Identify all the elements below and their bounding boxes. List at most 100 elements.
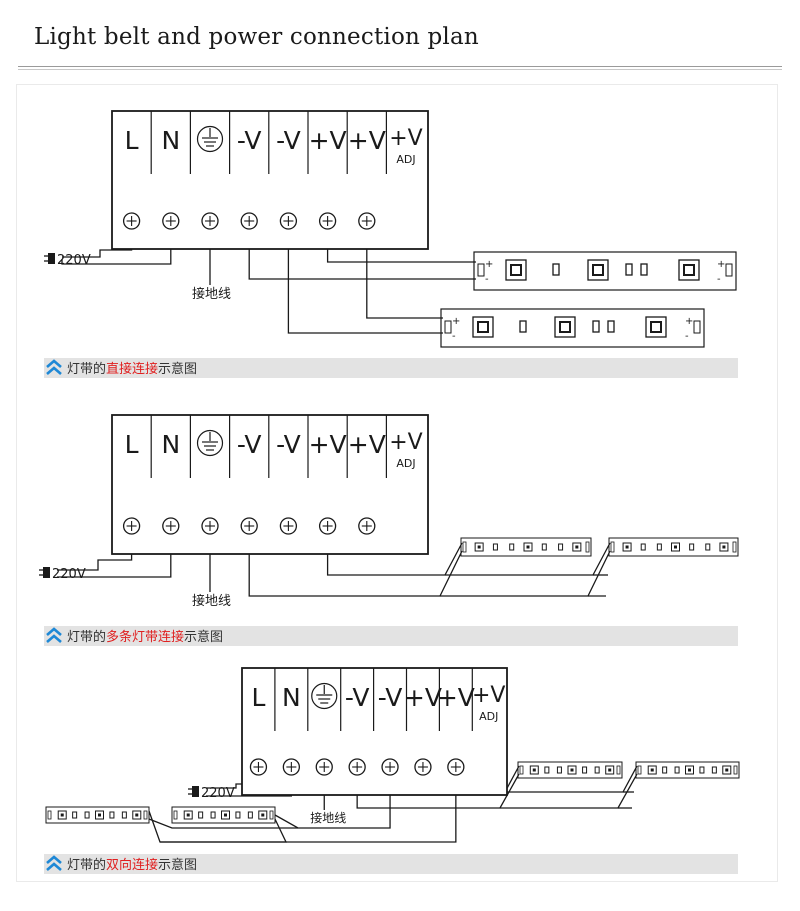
resistor [544, 766, 550, 774]
strip-pad [732, 541, 737, 553]
caption-prefix: 灯带的 [67, 857, 106, 873]
page-header: Light belt and power connection plan [0, 0, 800, 72]
resistor [640, 543, 646, 551]
strip-pad [519, 765, 524, 775]
strip-pad [444, 320, 452, 334]
terminal-label: N [282, 683, 301, 712]
led-chip-core [674, 545, 677, 549]
resistor [705, 543, 711, 551]
caption-direct: 灯带的直接连接示意图 [44, 358, 738, 378]
strip-pad [637, 765, 642, 775]
wire [366, 229, 443, 319]
wire [500, 773, 638, 809]
resistor [235, 811, 241, 819]
led-chip-core [608, 768, 612, 772]
led-chip-core [532, 768, 536, 772]
caption-text: 灯带的直接连接示意图 [67, 361, 197, 377]
led-chip-core [570, 768, 574, 772]
resistor [607, 320, 615, 333]
resistor [492, 543, 498, 551]
led-chip-core [186, 813, 190, 817]
terminal-label: +V [404, 683, 442, 712]
led-chip-core [559, 321, 571, 333]
resistor [541, 543, 547, 551]
resistor [711, 766, 717, 774]
chevron-up-icon [46, 359, 62, 368]
strip-minus-label: - [485, 274, 489, 285]
resistor [72, 811, 78, 819]
mains-label: 220V [52, 567, 86, 582]
strip-pad [616, 765, 621, 775]
ground-icon [196, 429, 224, 457]
ground-label: 接地线 [310, 810, 346, 825]
led-chip-core [135, 813, 139, 817]
plug-icon [192, 786, 199, 797]
header-divider-light [18, 69, 782, 70]
strip-pad [173, 810, 178, 820]
resistor [592, 320, 600, 333]
strip-plus-label: + [717, 259, 725, 270]
mains-label: 220V [201, 786, 235, 801]
strip-minus-label: - [685, 331, 689, 342]
led-chip-core [98, 813, 101, 817]
terminal-label: L [125, 126, 139, 155]
chevron-up-icon [46, 366, 62, 375]
strip-pad [143, 810, 148, 820]
resistor [198, 811, 204, 819]
led-chip-core [510, 264, 522, 276]
page-title: Light belt and power connection plan [34, 24, 479, 50]
terminal-label: -V [345, 683, 370, 712]
resistor [699, 766, 705, 774]
strip-pad [462, 541, 467, 553]
led-chip-core [224, 813, 227, 817]
led-chip-core [575, 545, 579, 549]
terminal-label: +V [389, 430, 422, 455]
caption-suffix: 示意图 [158, 857, 197, 873]
wire [287, 229, 443, 334]
strip-pad [693, 320, 701, 334]
strip-pad [725, 263, 733, 277]
chevron-up-icon [46, 634, 62, 643]
resistor [674, 766, 680, 774]
terminal-label: +V [437, 683, 475, 712]
caption-highlight: 多条灯带连接 [106, 629, 184, 645]
plug-icon [48, 253, 55, 264]
resistor [558, 543, 564, 551]
led-chip-core [725, 768, 729, 772]
led-chip-core [683, 264, 695, 276]
caption-prefix: 灯带的 [67, 361, 106, 377]
terminal-label: +V [309, 126, 347, 155]
terminal-label: -V [237, 126, 262, 155]
caption-highlight: 直接连接 [106, 361, 158, 377]
chevron-up-icon [46, 862, 62, 871]
led-chip-core [650, 321, 662, 333]
caption-text: 灯带的双向连接示意图 [67, 857, 197, 873]
led-strip: +-+- [473, 251, 737, 291]
header-divider [18, 66, 782, 67]
led-strip-small [635, 761, 740, 779]
caption-multi: 灯带的多条灯带连接示意图 [44, 626, 738, 646]
strip-pad [585, 541, 590, 553]
terminal-adj-label: ADJ [479, 710, 498, 723]
wire [148, 818, 298, 829]
resistor [662, 766, 668, 774]
caption-bidirect: 灯带的双向连接示意图 [44, 854, 738, 874]
strip-plus-label: + [685, 316, 693, 327]
resistor [594, 766, 600, 774]
led-chip-core [261, 813, 265, 817]
chevron-up-icon [46, 855, 62, 864]
caption-bar [44, 626, 738, 646]
resistor [625, 263, 633, 276]
strip-pad [47, 810, 52, 820]
resistor [556, 766, 562, 774]
led-chip-core [688, 768, 691, 772]
resistor [519, 320, 527, 333]
led-chip-core [722, 545, 726, 549]
caption-bar [44, 358, 738, 378]
led-chip-core [477, 321, 489, 333]
terminal-label: L [125, 430, 139, 459]
